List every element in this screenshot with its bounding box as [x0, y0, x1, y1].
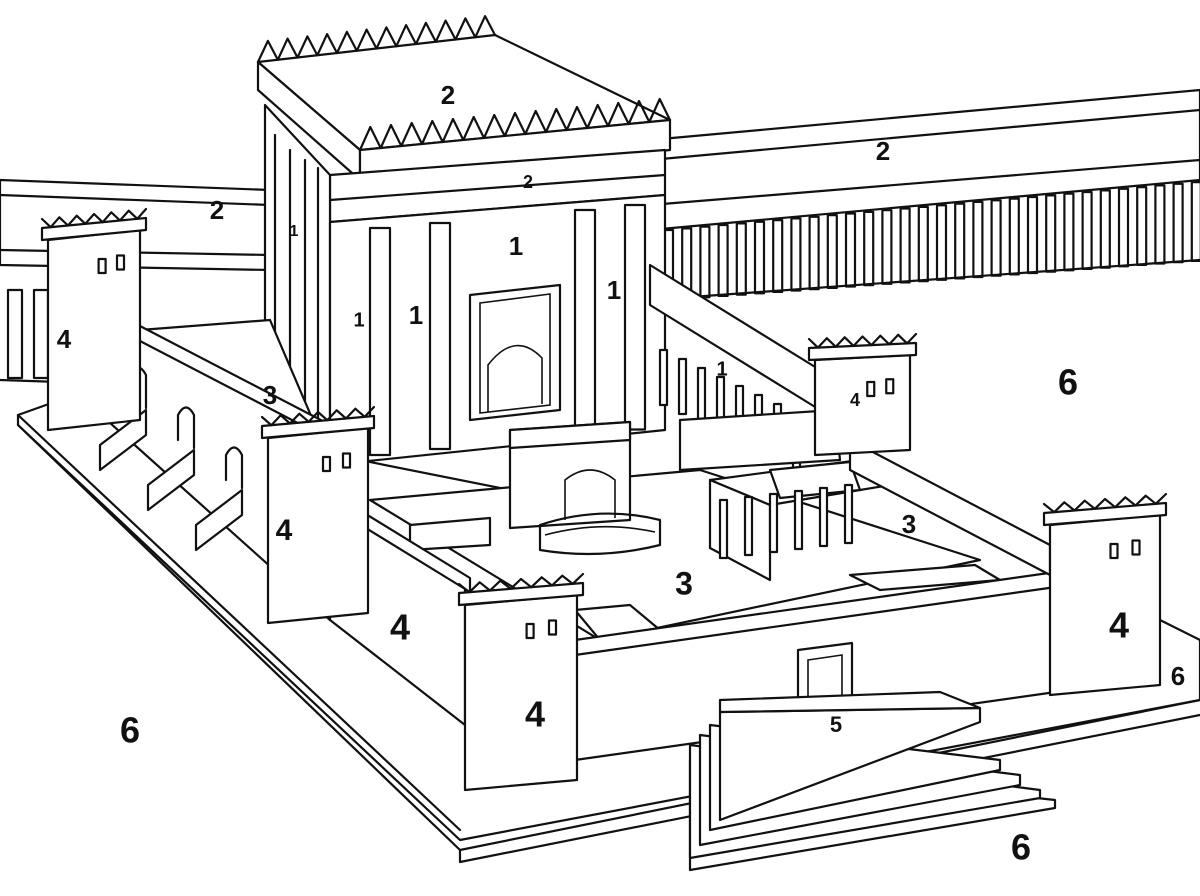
label-wall-band-front: 2	[523, 172, 533, 192]
label-tower-back-left: 4	[57, 324, 72, 354]
label-tower-front-left: 4	[525, 694, 545, 735]
label-stairs: 5	[830, 712, 842, 737]
colonnade-column	[1010, 199, 1019, 275]
colonnade-column	[1137, 187, 1146, 265]
porch-column	[720, 500, 727, 558]
label-facade-right: 1	[607, 275, 621, 305]
colonnade-column	[1064, 194, 1073, 271]
sanctuary	[258, 16, 670, 465]
tower	[42, 209, 146, 430]
colonnade-column	[882, 210, 891, 284]
colonnade-column	[719, 225, 728, 296]
towers	[42, 209, 1166, 790]
porch-column	[845, 485, 852, 543]
colonnade-column	[1155, 185, 1164, 263]
label-pillar-left-b: 1	[353, 309, 364, 331]
label-ground-right-upper: 6	[1058, 362, 1078, 403]
colonnade-column	[846, 214, 855, 287]
label-court-center: 3	[675, 565, 693, 601]
label-court-right: 3	[902, 509, 916, 539]
colonnade-column	[791, 218, 800, 290]
wall-stair	[148, 450, 194, 510]
porch-column	[820, 488, 827, 546]
colonnade-column	[864, 212, 873, 285]
colonnade-column	[992, 200, 1001, 275]
side-column	[698, 368, 705, 423]
colonnade-column	[1046, 195, 1055, 271]
side-column	[660, 350, 667, 405]
colonnade-column	[828, 215, 837, 288]
wall-arch	[226, 448, 242, 489]
label-court-left: 3	[263, 380, 277, 410]
colonnade-column	[973, 202, 982, 277]
colonnade-column	[737, 223, 746, 294]
colonnade-column	[1119, 189, 1128, 267]
label-ground-bottom: 6	[1011, 827, 1031, 868]
colonnade-column	[919, 207, 928, 281]
porch-column	[745, 497, 752, 555]
facade-column	[370, 228, 390, 455]
label-pillar-left-a: 1	[290, 223, 299, 240]
facade-column	[625, 205, 645, 430]
tower	[809, 334, 916, 455]
wall-arch	[178, 408, 194, 449]
colonnade-column	[1174, 184, 1183, 262]
front-stairs	[690, 692, 1055, 870]
label-facade-left: 1	[409, 300, 423, 330]
zone-labels: 2 2 2 2 1 1 1 1 1 1 3 3 3 4 4 4 4 4 4 5 …	[57, 80, 1185, 868]
colonnade-column	[901, 209, 910, 283]
tower	[262, 407, 374, 623]
colonnade-column	[955, 204, 964, 279]
porch-column	[795, 491, 802, 549]
colonnade-column	[1083, 192, 1092, 269]
label-tower-front-right: 4	[1109, 605, 1129, 646]
colonnade-column	[34, 290, 48, 378]
colonnade-column	[1028, 197, 1037, 273]
colonnade-column	[773, 220, 782, 292]
colonnade-column	[810, 217, 819, 289]
colonnade-column	[1101, 190, 1110, 267]
label-ground-left: 6	[120, 710, 140, 751]
facade-column	[575, 210, 595, 435]
side-column	[679, 359, 686, 414]
colonnade-column	[700, 227, 709, 298]
tower	[459, 574, 583, 790]
facade-column	[430, 223, 450, 449]
colonnade-column	[1192, 182, 1200, 261]
label-tower-mid-left: 4	[276, 514, 293, 547]
colonnade-column	[937, 205, 946, 280]
label-side-colonnade: 1	[716, 358, 727, 380]
porch-column	[770, 494, 777, 552]
colonnade-column	[8, 290, 22, 378]
label-colonnade-right: 2	[876, 136, 890, 166]
label-facade-top: 1	[509, 231, 523, 261]
label-colonnade-left: 2	[210, 195, 224, 225]
label-wall-front-left: 4	[390, 607, 410, 648]
label-wall-top-front: 2	[441, 80, 455, 110]
tower	[1044, 494, 1166, 695]
colonnade-column	[755, 222, 764, 294]
label-tower-back-right: 4	[850, 390, 860, 410]
label-ground-right-lower: 6	[1171, 661, 1185, 691]
wall-stair	[196, 490, 242, 550]
